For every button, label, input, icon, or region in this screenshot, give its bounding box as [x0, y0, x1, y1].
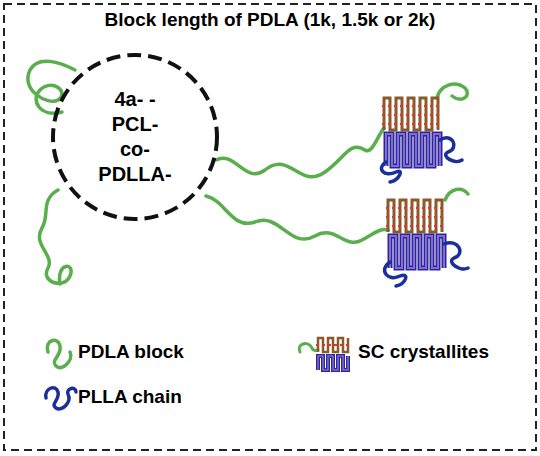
- node-label: 4a- -PCL-co- PDLLA-: [98, 87, 171, 187]
- crystal-hatch: [382, 106, 440, 124]
- plla-tail: [381, 162, 400, 182]
- core-circle: 4a- -PCL-co- PDLLA-: [51, 53, 219, 221]
- pdla-arm: [206, 196, 388, 242]
- pdla-tail: [299, 344, 318, 352]
- plla-folded-chain: [390, 236, 444, 268]
- plla-tail: [440, 138, 462, 162]
- pdla-folded-chain: [384, 98, 438, 130]
- dashed-circle: [53, 55, 217, 219]
- pdla-arm-end: [445, 189, 468, 200]
- plla-tail: [444, 243, 468, 269]
- diagram-title: Block length of PDLA (1k, 1.5k or 2k): [0, 9, 540, 31]
- legend-label: SC crystallites: [358, 341, 489, 363]
- sc-crystallite: [385, 200, 468, 286]
- plla-folded-chain: [318, 356, 348, 370]
- plla-legend-symbol: [46, 388, 76, 409]
- legend-label: PDLA block: [78, 341, 184, 363]
- pdla-arm-end: [437, 84, 467, 99]
- pdla-arm: [39, 190, 71, 284]
- pdla-legend-symbol: [47, 340, 71, 367]
- plla-folded-chain: [386, 134, 440, 166]
- sc-crystallite: [381, 98, 462, 182]
- pdla-arms: [28, 61, 468, 284]
- dashed-frame: [4, 4, 536, 450]
- crystal-hatch: [386, 208, 444, 226]
- plla-folded-outline: [386, 134, 440, 166]
- pdla-arm: [216, 128, 384, 177]
- crystal-hatch: [316, 344, 350, 346]
- sc-legend-symbol: [299, 338, 350, 370]
- plla-tail: [385, 262, 406, 286]
- pdla-arm: [28, 61, 75, 113]
- plla-folded-outline: [318, 356, 348, 370]
- pdla-folded-chain: [388, 200, 442, 232]
- plla-folded-outline: [390, 236, 444, 268]
- circle-outline: [51, 53, 219, 221]
- legend-label: PLLA chain: [78, 386, 182, 408]
- node-text-box: 4a- -PCL-co- PDLLA-: [51, 53, 219, 221]
